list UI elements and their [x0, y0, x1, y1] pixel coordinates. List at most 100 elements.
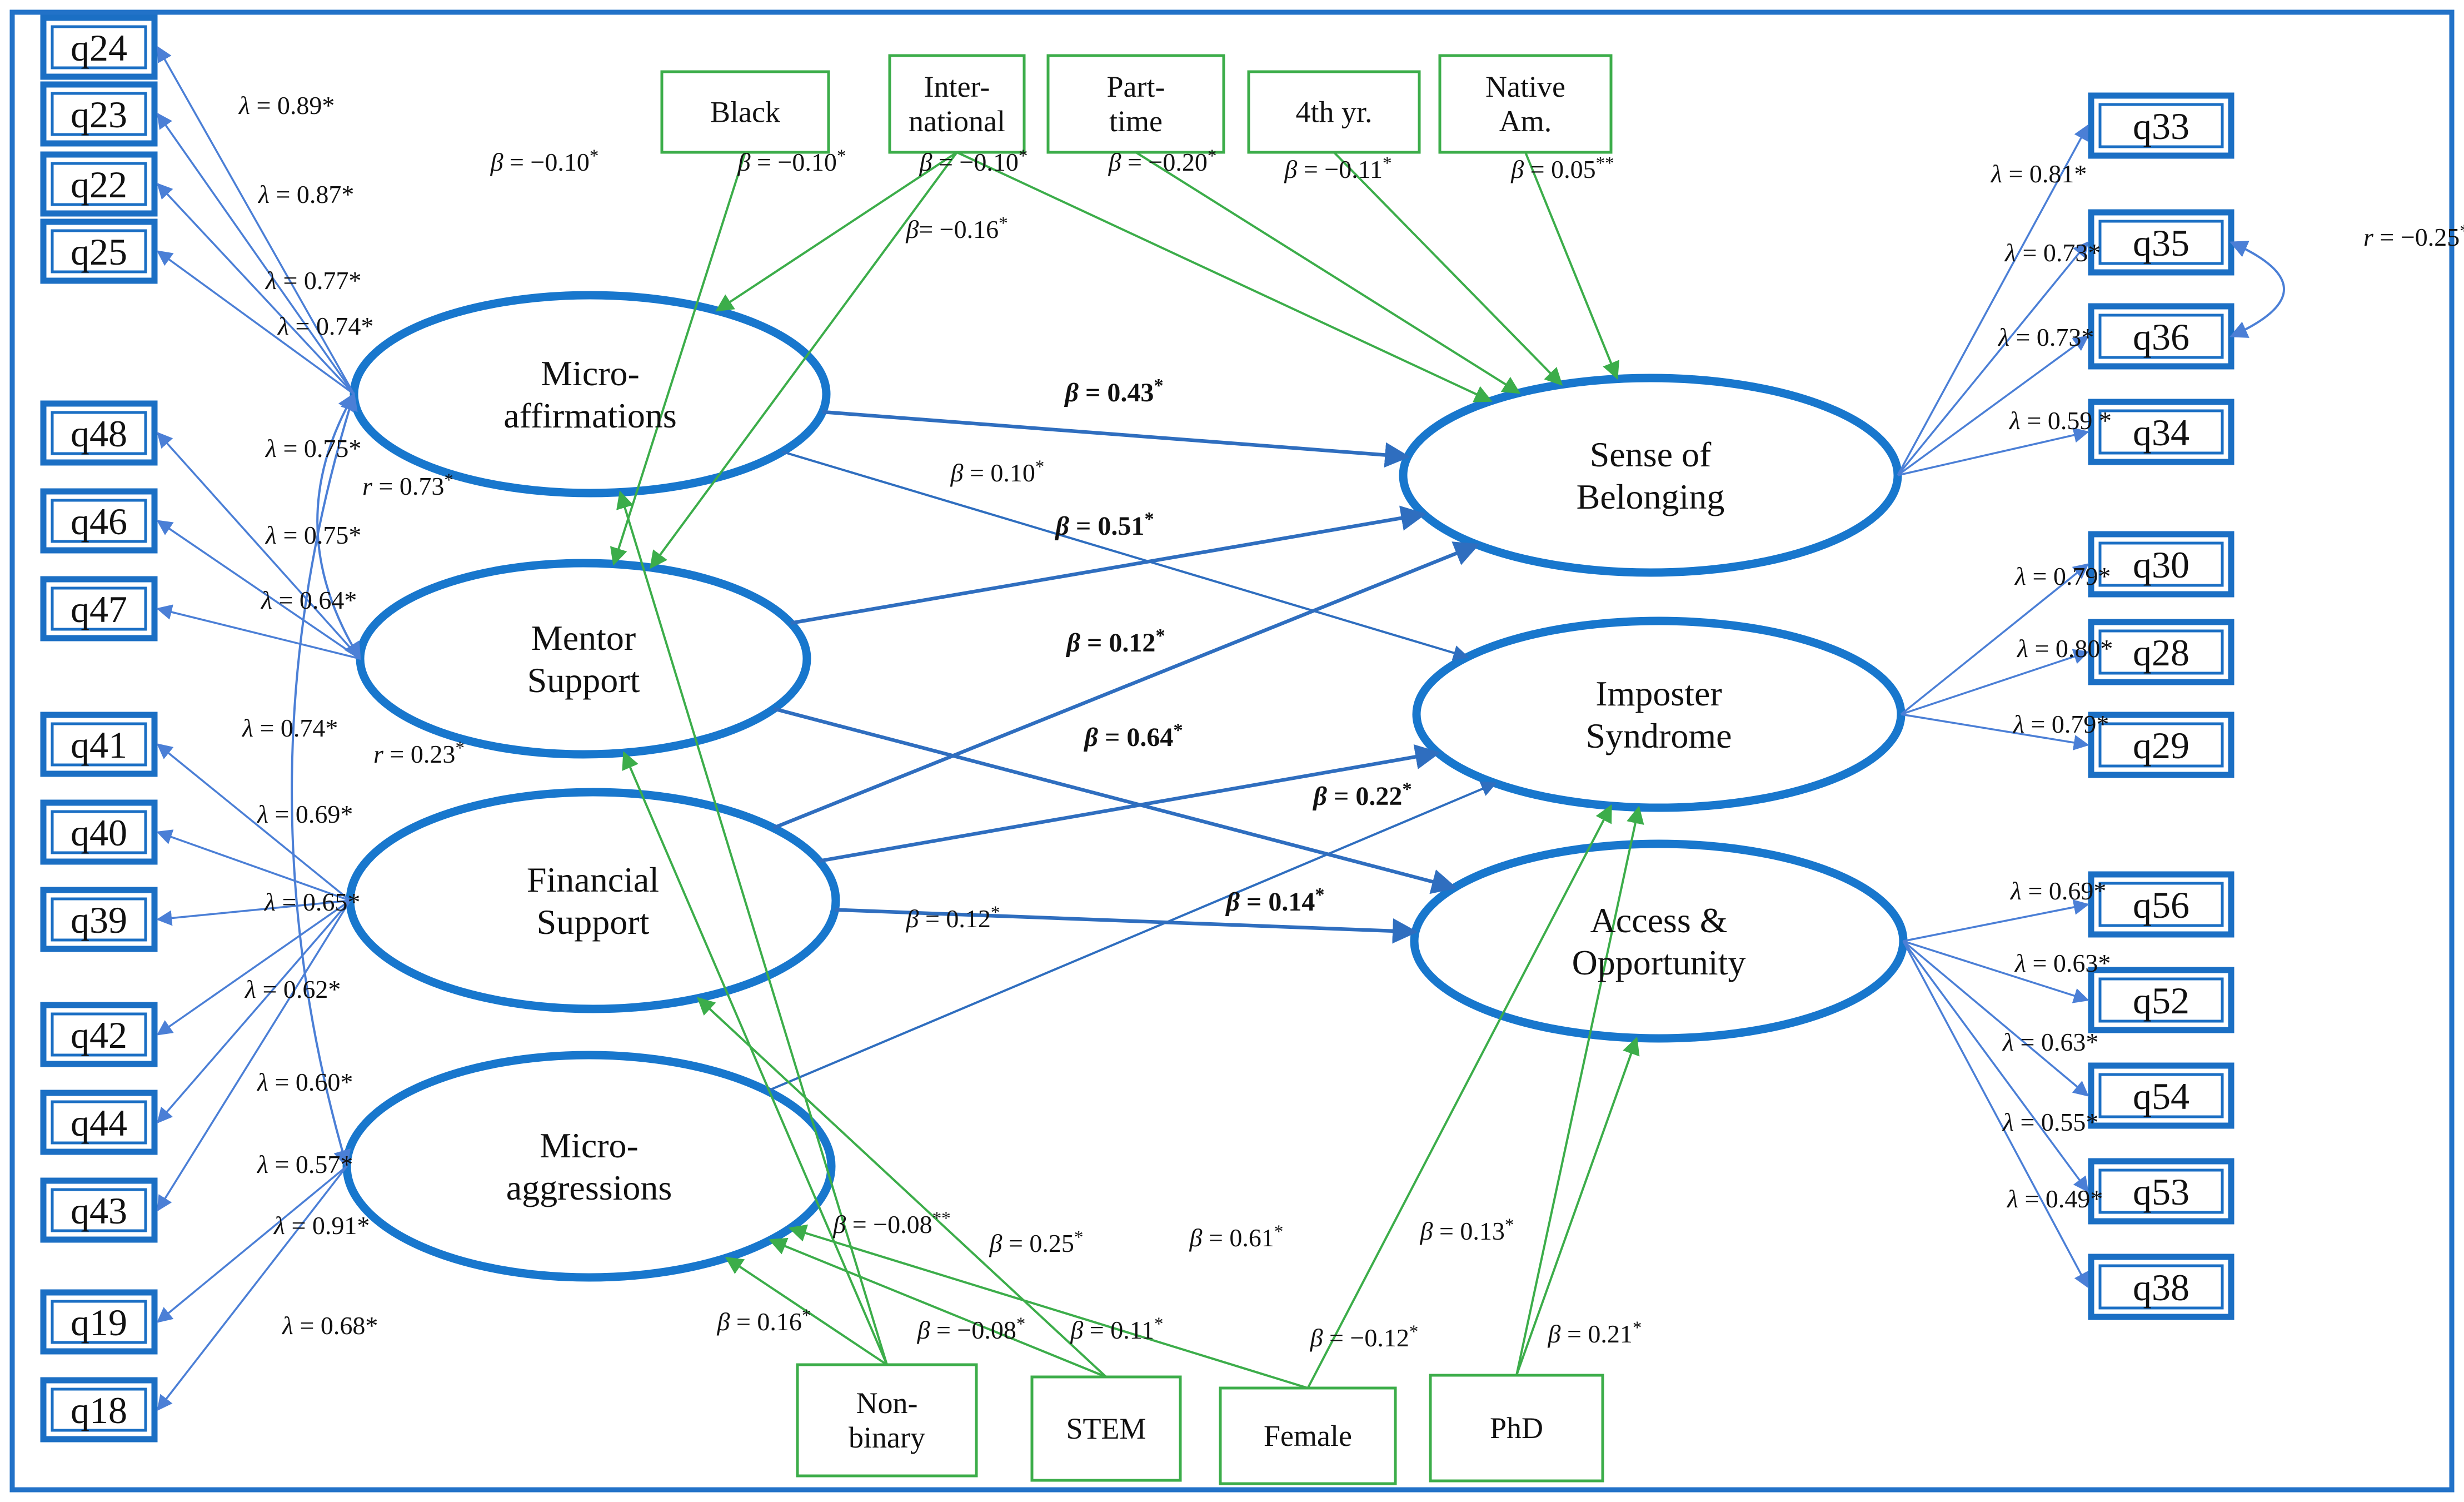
factor-label-micro_affirm: Micro-affirmations	[503, 354, 677, 435]
covariate-edge-non_binary-micro_aggr	[725, 1256, 888, 1366]
path-edge-mentor-access	[773, 707, 1458, 894]
path-label-financial-belonging: β = 0.12*	[1065, 625, 1165, 658]
covariate-box-stem	[1030, 1375, 1182, 1482]
indicator-box-inner-q36	[2098, 314, 2224, 359]
indicator-box-inner-q46	[51, 499, 147, 543]
covariate-edge-stem-micro_aggr	[769, 1237, 1107, 1378]
loading-edge-q38	[1902, 941, 2089, 1289]
correlation-arc-r_q35_q36	[2229, 241, 2285, 338]
covariate-label-non_binary-mentor: β = −0.08*	[917, 1314, 1026, 1344]
loading-edge-q28	[1901, 649, 2089, 715]
indicator-box-inner-q19	[51, 1300, 147, 1344]
covariate-edge-fourth_yr-belonging	[1333, 151, 1563, 386]
covariate-label-phd: PhD	[1490, 1411, 1543, 1445]
covariate-edge-female-imposter	[1306, 804, 1612, 1389]
covariate-box-international	[888, 54, 1026, 154]
loading-label-q28: λ = 0.80*	[2016, 634, 2113, 663]
loading-label-q19: λ = 0.91*	[273, 1211, 370, 1240]
path-label-micro_affirm-imposter: β = 0.10*	[950, 456, 1045, 487]
covariate-edge-native_am-belonging	[1524, 152, 1619, 380]
loading-edge-q23	[157, 112, 355, 395]
covariate-label-part_time-belonging: β = −0.20*	[1108, 146, 1217, 176]
loading-label-q30: λ = 0.79*	[2014, 562, 2111, 590]
indicator-label-q30: q30	[2133, 544, 2189, 586]
covariate-box-native_am	[1438, 54, 1613, 154]
indicator-box-inner-q22	[51, 162, 147, 206]
loading-label-q44: λ = 0.60*	[256, 1068, 353, 1096]
loading-edge-q48	[157, 431, 361, 660]
indicator-box-inner-q38	[2098, 1264, 2224, 1310]
covariate-label-international-mentor: β= −0.16*	[905, 213, 1007, 243]
covariate-edge-international-belonging	[956, 151, 1493, 402]
loading-edge-q41	[156, 743, 351, 902]
covariate-label-fourth_yr-belonging: β = −0.11*	[1284, 153, 1391, 183]
covariate-edge-international-micro_affirm	[715, 151, 958, 312]
indicator-label-q19: q19	[71, 1301, 127, 1344]
loading-edge-q24	[157, 46, 355, 395]
factor-ellipse-micro_aggr	[342, 1051, 836, 1282]
factor-ellipse-belonging	[1399, 374, 1902, 577]
covariate-label-phd-access: β = 0.21*	[1548, 1317, 1642, 1348]
factor-ellipse-access	[1410, 839, 1908, 1043]
indicator-box-inner-q44	[51, 1100, 147, 1145]
path-label-financial-imposter: β = 0.22*	[1312, 779, 1411, 811]
loading-label-q38: λ = 0.49*	[2006, 1185, 2103, 1213]
indicator-box-inner-q24	[51, 25, 147, 69]
indicator-box-inner-q23	[51, 92, 147, 136]
covariate-label-stem: STEM	[1066, 1412, 1146, 1445]
covariate-label-female-imposter: β = 0.61*	[1189, 1221, 1284, 1252]
loading-label-q43: λ = 0.57*	[256, 1150, 353, 1178]
covariate-box-part_time	[1046, 54, 1225, 154]
loading-label-q41: λ = 0.74*	[241, 714, 338, 742]
covariate-edge-stem-financial	[697, 997, 1107, 1378]
path-edge-financial-belonging	[772, 541, 1480, 830]
covariate-label-female-micro_aggr: β = −0.12*	[1310, 1321, 1419, 1352]
loading-label-q29: λ = 0.79*	[2012, 710, 2109, 738]
loading-edge-q34	[1897, 427, 2089, 476]
indicator-label-q54: q54	[2133, 1075, 2189, 1117]
covariate-edge-part_time-belonging	[1135, 151, 1521, 394]
covariate-edge-non_binary-mentor	[622, 751, 888, 1365]
loading-edge-q39	[156, 899, 351, 926]
loading-label-q47: λ = 0.64*	[260, 586, 357, 614]
loading-label-q56: λ = 0.69*	[2009, 877, 2106, 905]
factor-ellipse-imposter	[1412, 616, 1906, 812]
loading-edge-q44	[157, 899, 351, 1124]
covariate-label-black: Black	[710, 96, 780, 129]
loading-edge-q29	[1901, 713, 2089, 750]
loading-label-q42: λ = 0.62*	[244, 975, 341, 1003]
indicator-label-q23: q23	[71, 93, 127, 136]
indicator-label-q24: q24	[71, 27, 127, 69]
loading-label-q25: λ = 0.74*	[277, 312, 373, 340]
indicator-box-inner-q39	[51, 897, 147, 942]
covariate-edge-black-mentor	[610, 152, 746, 566]
covariate-label-part_time: Part-time	[1107, 70, 1165, 138]
indicator-label-q25: q25	[71, 231, 127, 273]
indicator-box-inner-q34	[2098, 409, 2224, 455]
loading-edge-q18	[157, 1165, 348, 1411]
indicator-label-q34: q34	[2133, 411, 2189, 454]
covariate-edge-phd-imposter	[1515, 805, 1644, 1376]
loading-edge-q56	[1903, 899, 2089, 942]
loading-edge-q36	[1897, 335, 2089, 476]
indicator-label-q42: q42	[71, 1014, 127, 1056]
factor-ellipse-financial	[346, 788, 840, 1013]
loading-edge-q25	[156, 250, 355, 395]
indicator-label-q38: q38	[2133, 1266, 2189, 1309]
correlation-label-r_affirm_mentor: r = 0.73*	[362, 470, 453, 500]
indicator-label-q18: q18	[71, 1389, 127, 1431]
covariate-box-fourth_yr	[1247, 70, 1421, 154]
covariate-label-non_binary-micro_aggr: β = 0.16*	[717, 1305, 811, 1336]
covariate-label-non_binary: Non-binary	[849, 1386, 925, 1454]
loading-edge-q19	[156, 1165, 348, 1323]
indicator-box-inner-q48	[51, 411, 147, 455]
correlation-label-r_q35_q36: r = −0.25*	[2363, 221, 2464, 251]
indicator-box-inner-q28	[2098, 629, 2224, 675]
covariate-box-phd	[1429, 1374, 1604, 1483]
covariate-label-international: Inter-national	[909, 70, 1005, 138]
path-label-micro_aggr-imposter: β = 0.12*	[906, 902, 1000, 933]
loading-label-q39: λ = 0.65*	[263, 888, 360, 916]
